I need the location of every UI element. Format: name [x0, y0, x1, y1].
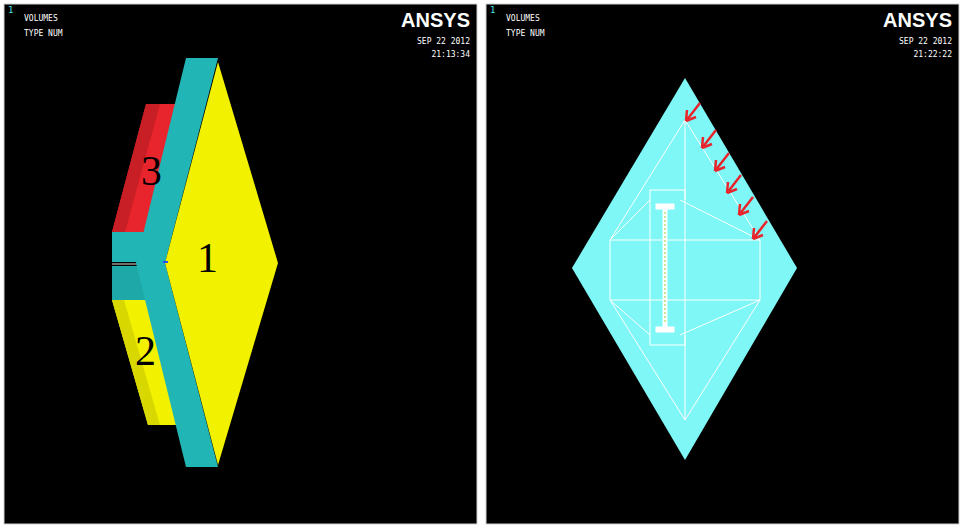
- plot-subtitle: TYPE NUM: [506, 30, 545, 38]
- callout-number: 2: [135, 330, 156, 372]
- viewport-panel: [486, 4, 959, 524]
- logo: ANSYS: [883, 10, 952, 30]
- plot-title: VOLUMES: [24, 15, 58, 23]
- plot-date: SEP 22 2012: [899, 38, 952, 46]
- mesh-lines: [610, 120, 760, 420]
- plot-date: SEP 22 2012: [417, 38, 470, 46]
- plot-subtitle: TYPE NUM: [24, 30, 63, 38]
- plot-time: 21:22:22: [913, 51, 952, 59]
- volume-1: [165, 62, 278, 465]
- callout-number: 1: [197, 237, 218, 279]
- window-number: 1: [8, 6, 13, 15]
- window-number: 1: [490, 6, 495, 15]
- callout-number: 3: [141, 150, 162, 192]
- load-arrows: [686, 103, 767, 239]
- plot-title: VOLUMES: [506, 15, 540, 23]
- i-beam: [656, 204, 674, 332]
- logo: ANSYS: [401, 10, 470, 30]
- plot-time: 21:13:34: [431, 51, 470, 59]
- viewport-panel: [4, 4, 477, 524]
- plate-diamond: [572, 78, 797, 460]
